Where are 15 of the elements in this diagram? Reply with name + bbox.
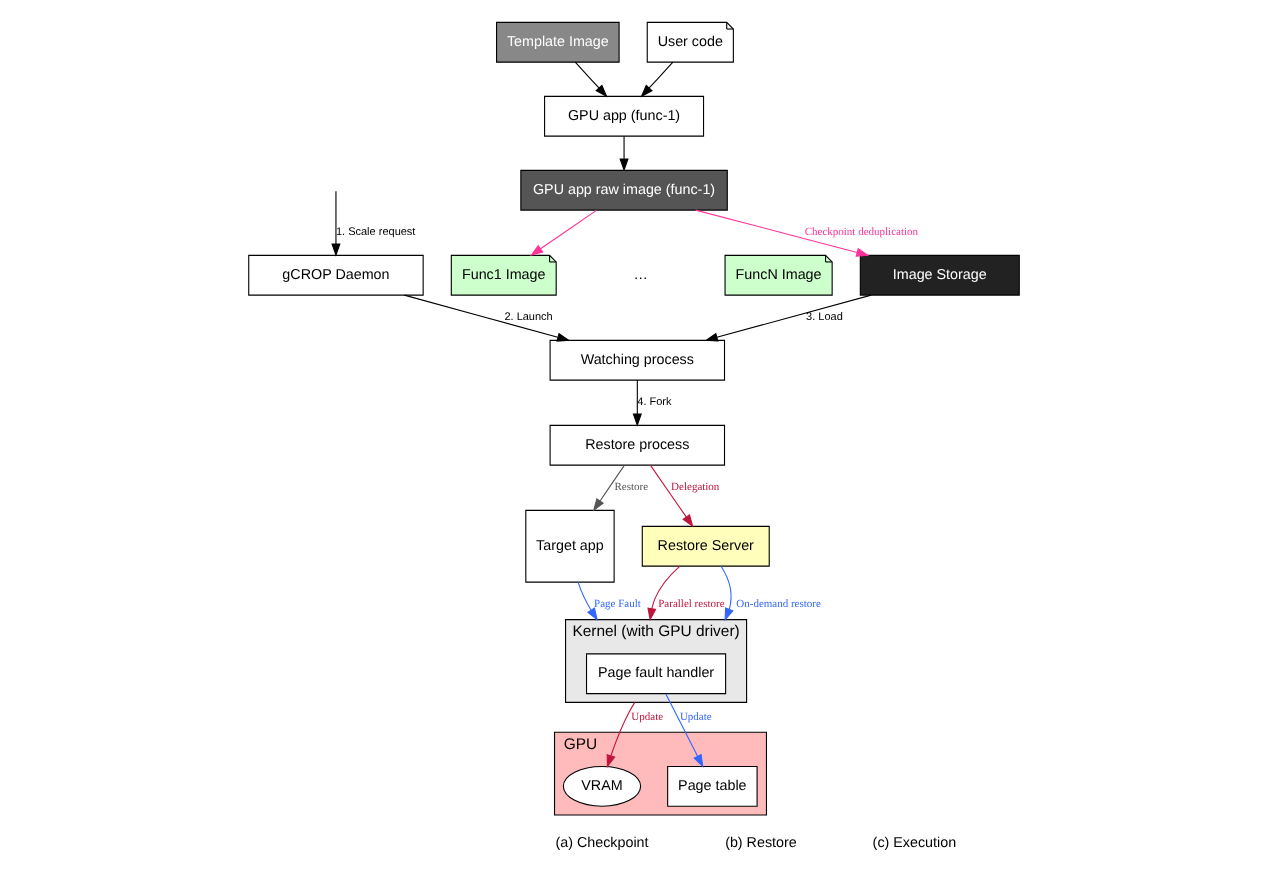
arrow xyxy=(529,208,598,256)
arrow xyxy=(403,293,571,341)
arrow xyxy=(331,189,341,256)
arrow xyxy=(695,208,870,256)
arrow xyxy=(577,580,599,621)
arrow xyxy=(619,134,629,171)
arrow xyxy=(704,293,872,341)
arrow xyxy=(640,60,674,97)
arrow xyxy=(665,692,704,767)
arrow xyxy=(720,564,734,621)
arrow xyxy=(647,564,681,621)
arrow xyxy=(649,463,694,527)
arrow xyxy=(592,463,625,511)
arrow xyxy=(574,60,608,97)
arrow xyxy=(606,700,636,767)
